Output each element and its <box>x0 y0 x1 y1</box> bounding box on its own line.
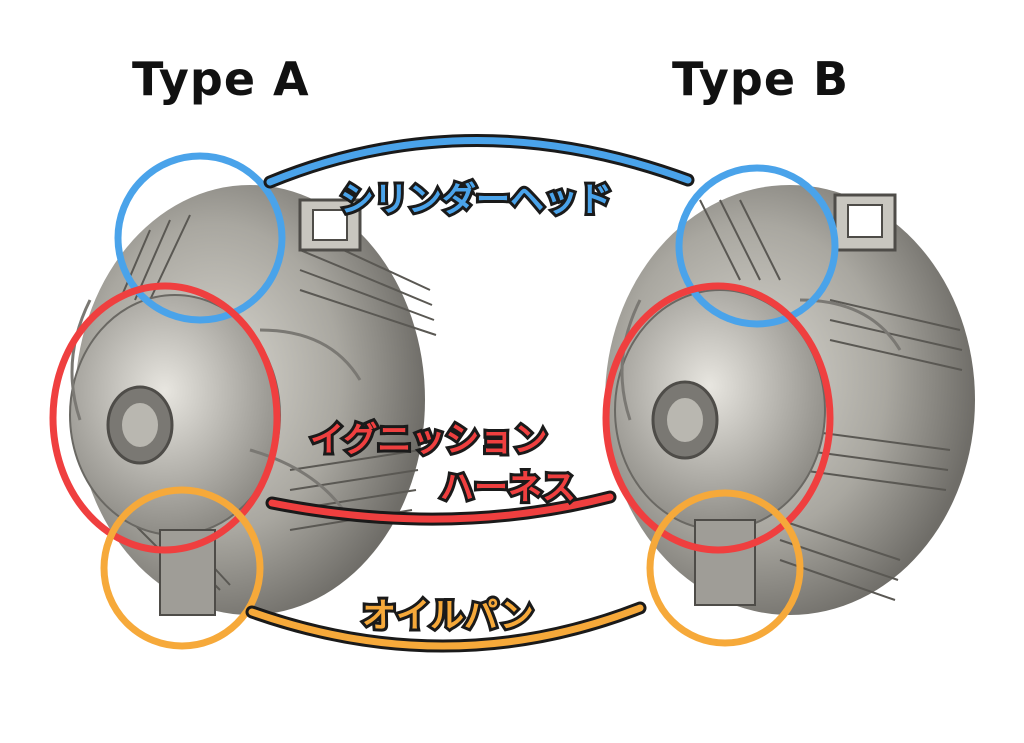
type-a-title: Type A <box>132 52 310 106</box>
ignition-label-line1: イグニッション <box>307 417 550 463</box>
cylinder-head-label: シリンダーヘッド <box>337 177 615 223</box>
type-a-cylinder-head-circle <box>114 152 286 324</box>
ignition-harness-connector <box>265 490 617 526</box>
type-b-oil-pan-circle <box>646 489 804 647</box>
radial-engine-type-b-image <box>605 185 975 615</box>
type-b-cylinder-head-circle <box>675 164 839 328</box>
type-b-title: Type B <box>672 52 850 106</box>
type-a-oil-pan-circle <box>100 486 264 650</box>
type-b-ignition-harness-circle <box>602 282 834 554</box>
oil-pan-connector <box>245 601 647 653</box>
radial-engine-type-a-image <box>69 185 437 616</box>
oil-pan-label: オイルパン <box>359 593 537 639</box>
type-a-ignition-harness-circle <box>49 282 281 554</box>
ignition-label-line2: ハーネス <box>437 465 579 511</box>
cylinder-head-connector <box>263 134 695 189</box>
